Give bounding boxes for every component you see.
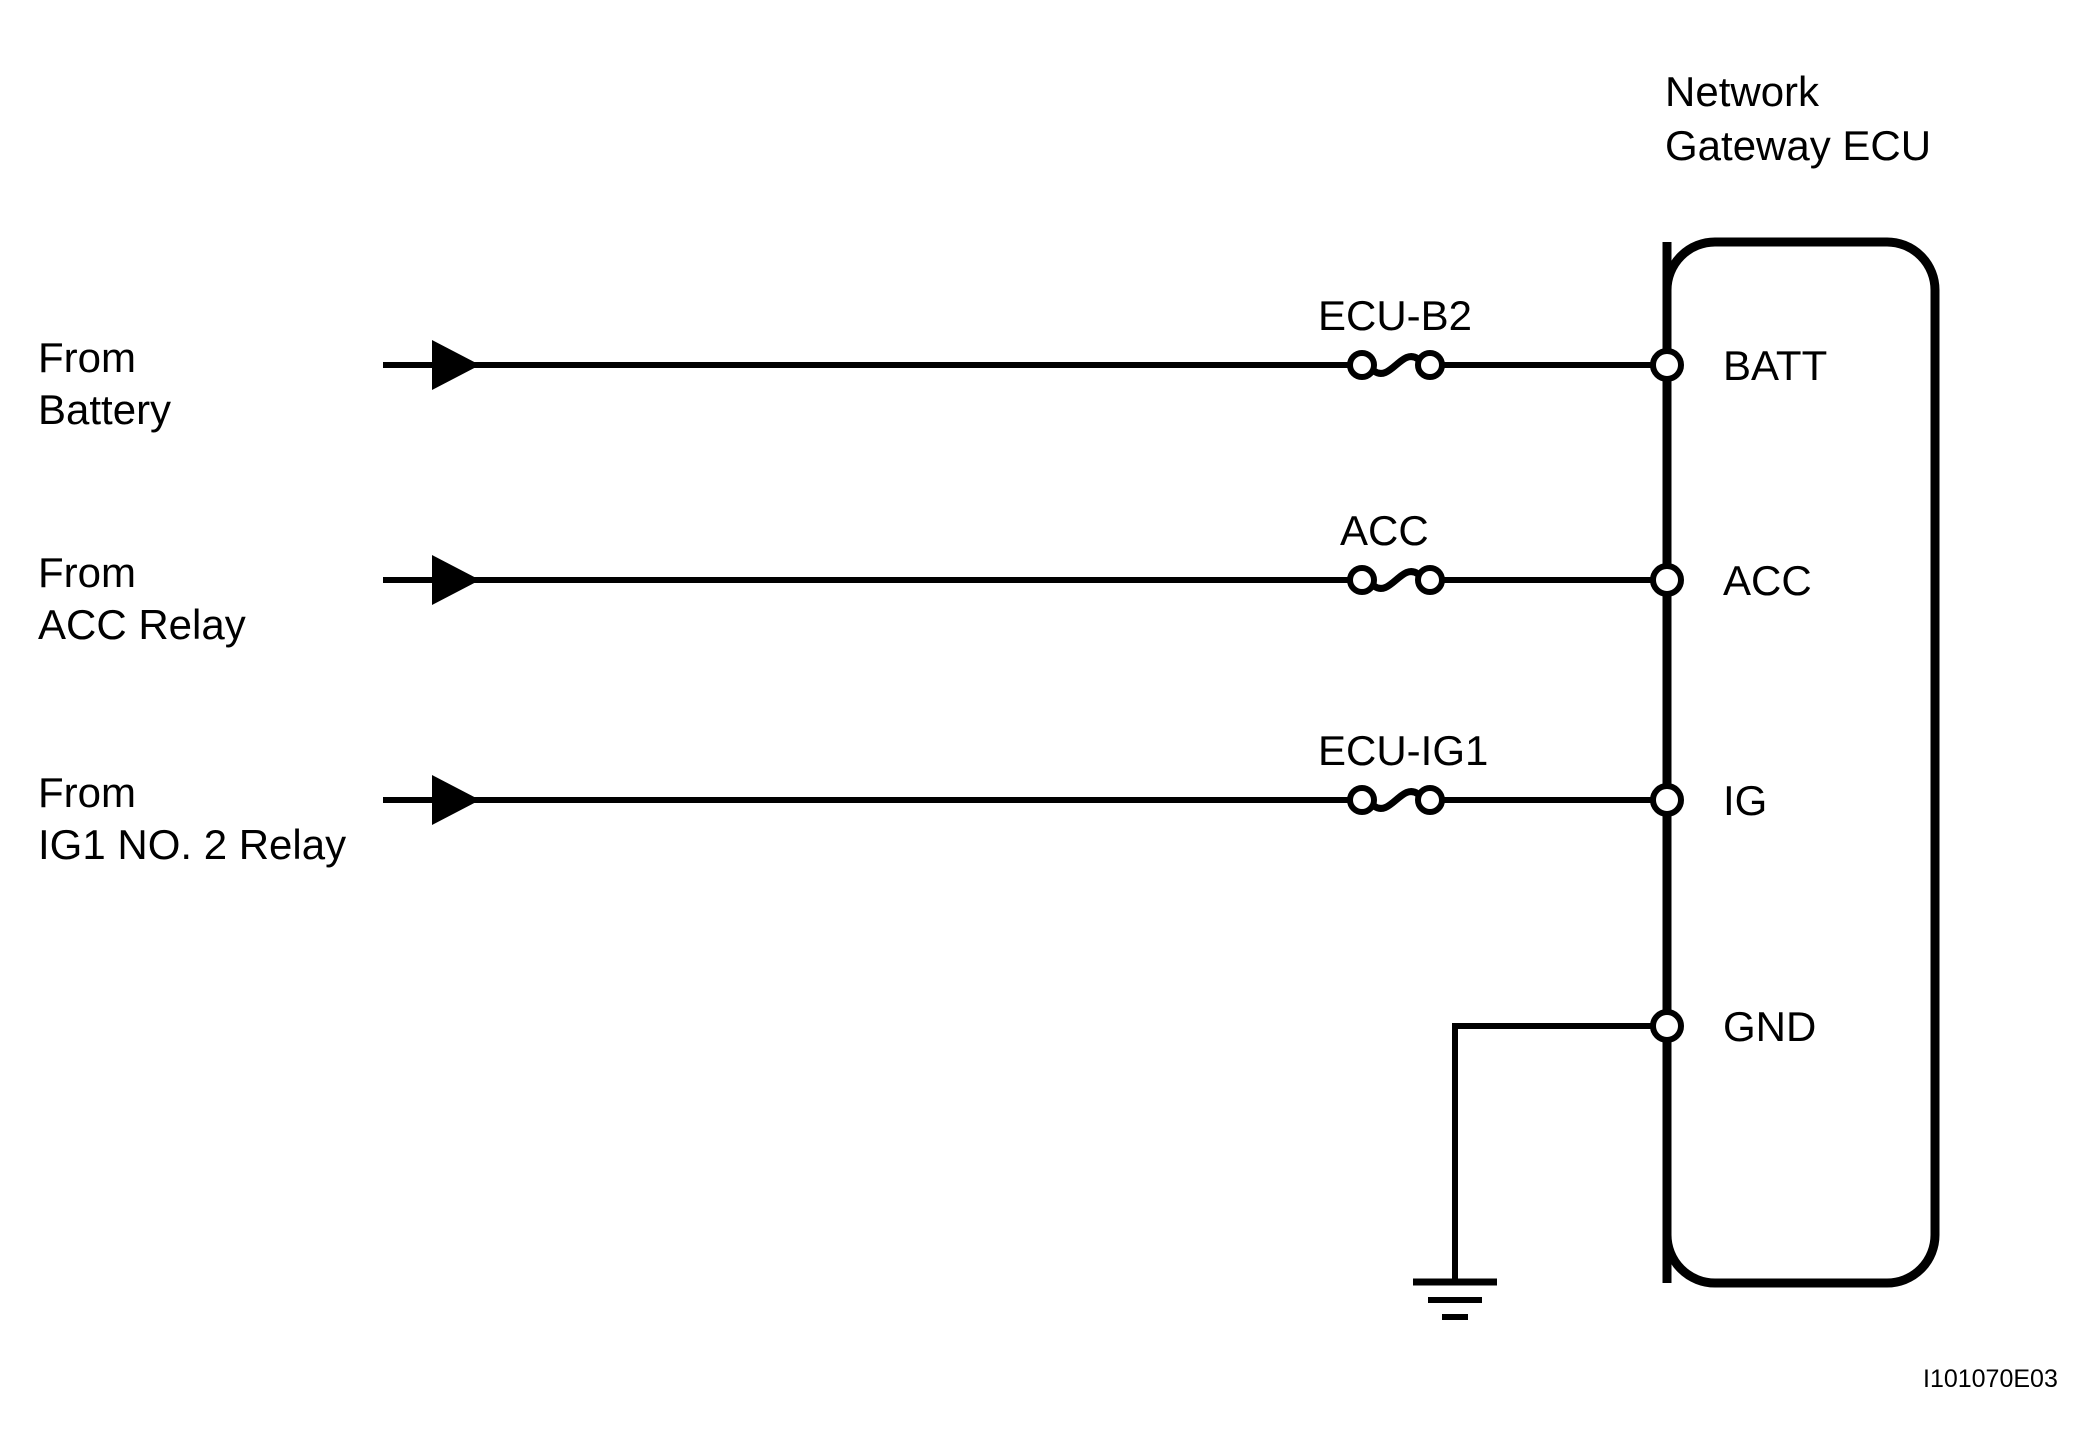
- fuse-element-acc: [1370, 568, 1422, 592]
- fuse-terminal-right-batt: [1415, 350, 1445, 380]
- flow-arrow-icon-batt: [432, 340, 480, 390]
- ecu-pin-node-ig: [1650, 783, 1684, 817]
- figure-id-label: I101070E03: [1923, 1365, 2058, 1393]
- ecu-pin-node-gnd: [1650, 1009, 1684, 1043]
- ecu-pin-label-acc: ACC: [1723, 557, 1812, 604]
- fuse-terminal-right-acc: [1415, 565, 1445, 595]
- fuse-element-ig: [1370, 788, 1422, 812]
- fuse-terminal-left-acc: [1347, 565, 1377, 595]
- wire-gnd: [1452, 1023, 1667, 1280]
- fuse-label-batt: ECU-B2: [1318, 292, 1472, 339]
- ecu-title-line1: Network: [1665, 68, 1820, 115]
- fuse-terminal-left-ig: [1347, 785, 1377, 815]
- fuse-terminal-left-batt: [1347, 350, 1377, 380]
- flow-arrow-icon-acc: [432, 555, 480, 605]
- fuse-label-acc: ACC: [1340, 507, 1429, 554]
- source-label-acc-line2: ACC Relay: [38, 601, 246, 648]
- source-label-ig-line2: IG1 NO. 2 Relay: [38, 821, 346, 868]
- earth-ground-icon: [1413, 1278, 1497, 1320]
- ecu-pin-node-acc: [1650, 563, 1684, 597]
- ecu-pin-node-batt: [1650, 348, 1684, 382]
- fuse-element-batt: [1370, 353, 1422, 377]
- ecu-pin-label-gnd: GND: [1723, 1003, 1816, 1050]
- circuit-row-acc: From ACC Relay ACC ACC: [38, 507, 1812, 648]
- circuit-row-batt: From Battery ECU-B2 BATT: [38, 292, 1827, 433]
- ecu-pin-label-ig: IG: [1723, 777, 1767, 824]
- fuse-label-ig: ECU-IG1: [1318, 727, 1488, 774]
- fuse-terminal-right-ig: [1415, 785, 1445, 815]
- source-label-batt-line2: Battery: [38, 386, 171, 433]
- source-label-ig-line1: From: [38, 769, 136, 816]
- ecu-box: [1662, 237, 1940, 1288]
- circuit-row-ig: From IG1 NO. 2 Relay ECU-IG1 IG: [38, 727, 1767, 868]
- circuit-row-gnd: GND: [1413, 1003, 1816, 1320]
- ecu-title-line2: Gateway ECU: [1665, 122, 1931, 169]
- source-label-acc-line1: From: [38, 549, 136, 596]
- flow-arrow-icon-ig: [432, 775, 480, 825]
- source-label-batt-line1: From: [38, 334, 136, 381]
- ecu-pin-label-batt: BATT: [1723, 342, 1827, 389]
